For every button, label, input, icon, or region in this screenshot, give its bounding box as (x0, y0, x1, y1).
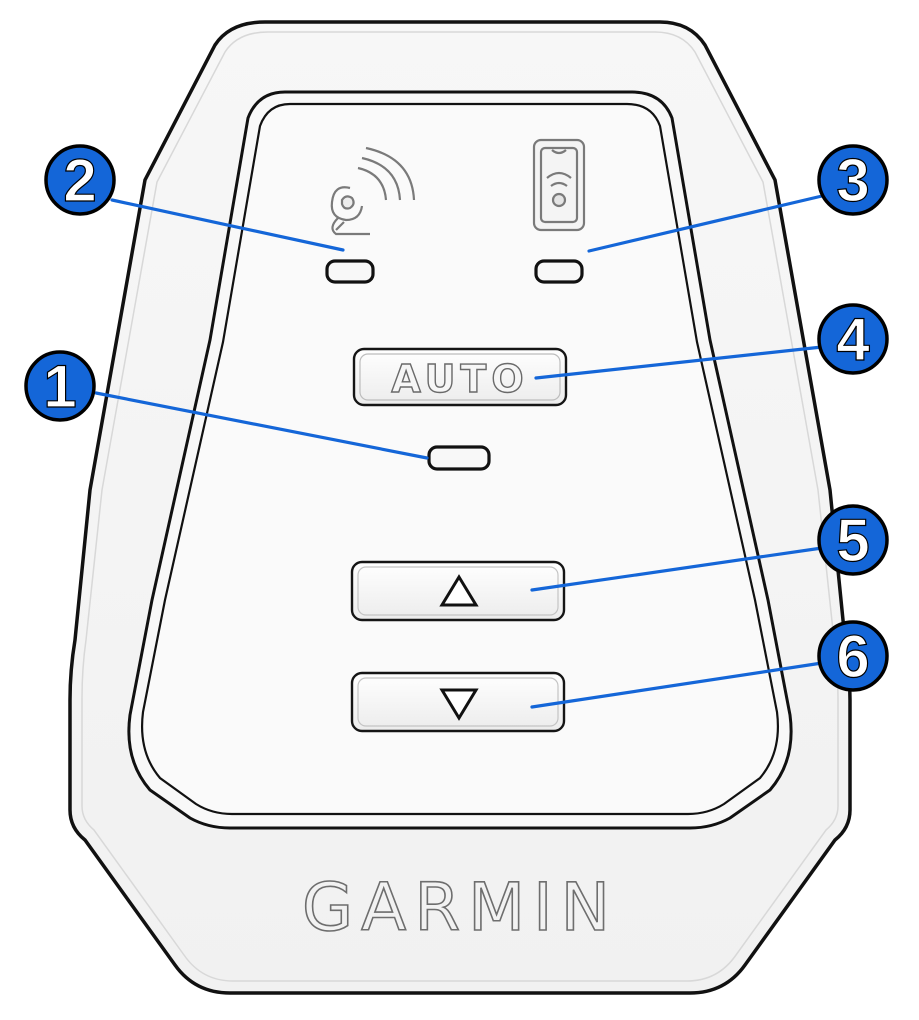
status-led-left (325, 259, 375, 284)
callout-3-number: 3 (836, 147, 869, 214)
down-triangle-icon (439, 688, 479, 721)
callout-5: 5 (817, 504, 889, 576)
status-led-right (534, 259, 584, 284)
phone-wireless-icon (532, 138, 586, 232)
leader-line-5 (530, 546, 824, 592)
callout-1-number: 1 (43, 353, 76, 420)
garmin-logo: GARMIN (302, 869, 618, 946)
leader-lines (94, 194, 824, 709)
callout-1: 1 (24, 350, 96, 422)
callout-6-number: 6 (836, 623, 869, 690)
leader-line-6 (530, 661, 824, 709)
auto-button[interactable]: AUTO (352, 347, 568, 407)
leader-line-2 (110, 198, 345, 252)
radar-sensor-icon (330, 146, 416, 236)
auto-button-label: AUTO (391, 357, 528, 401)
callout-2-number: 2 (63, 147, 96, 214)
leader-line-3 (587, 194, 824, 253)
callout-5-number: 5 (836, 507, 869, 574)
status-led-center (427, 445, 491, 471)
down-button[interactable] (350, 671, 566, 733)
callout-6: 6 (817, 620, 889, 692)
leader-line-4 (534, 345, 824, 380)
callout-4-number: 4 (836, 306, 870, 373)
leader-line-1 (94, 391, 429, 460)
callout-4: 4 (817, 303, 889, 375)
callout-2: 2 (44, 144, 116, 216)
up-triangle-icon (439, 574, 479, 607)
up-button[interactable] (350, 560, 566, 622)
callout-3: 3 (817, 144, 889, 216)
